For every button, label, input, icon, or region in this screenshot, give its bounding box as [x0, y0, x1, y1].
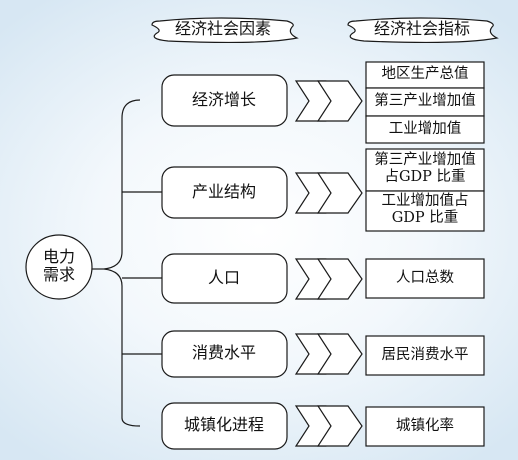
indicator-label-tertiary-share-line2: 占GDP 比重: [384, 168, 466, 185]
indicators-header-scroll: [347, 17, 499, 44]
indicator-box-population-total: [365, 258, 485, 299]
arrow-consumption: [294, 333, 363, 375]
factor-box-urbanization: [161, 402, 288, 450]
brace-branches: [122, 191, 162, 355]
arrow-industrial-structure: [294, 172, 363, 214]
factor-label-population: 人口: [207, 268, 240, 287]
indicator-box-urbanization-rate: [365, 406, 485, 447]
factor-label-industrial-structure: 产业结构: [191, 182, 256, 201]
indicator-label-industrial-share-line2: GDP 比重: [391, 209, 459, 226]
indicator-box-consumption-level: [365, 335, 485, 376]
root-label-line2: 需求: [42, 265, 75, 285]
factor-box-population: [161, 253, 288, 304]
indicator-box-gdp: [365, 61, 485, 89]
arrow-economic-growth: [294, 80, 363, 122]
indicator-label-population-total: 人口总数: [396, 270, 454, 286]
root-node: [25, 234, 93, 300]
root-label-line1: 电力: [42, 247, 75, 266]
arrow-urbanization: [294, 405, 363, 447]
indicators-header: 经济社会指标: [374, 19, 471, 38]
indicator-box-industrial-share: [365, 190, 485, 232]
arrow-population: [294, 258, 363, 300]
factor-label-urbanization: 城镇化进程: [183, 415, 264, 434]
indicator-box-tertiary-share: [365, 148, 485, 192]
factors-header: 经济社会因素: [175, 19, 272, 38]
factor-label-economic-growth: 经济增长: [191, 90, 256, 109]
indicator-label-consumption-level: 居民消费水平: [381, 347, 469, 363]
factor-label-consumption: 消费水平: [191, 343, 256, 362]
indicator-label-industrial-share-line1: 工业增加值占: [381, 193, 469, 209]
indicator-label-tertiary-share: 第三产业增加值 占GDP 比重: [366, 152, 484, 185]
brace-connector: [103, 99, 141, 427]
indicator-label-industrial-value: 工业增加值: [388, 121, 462, 137]
factor-box-industrial-structure: [161, 166, 288, 219]
indicator-label-tertiary-value: 第三产业增加值: [374, 93, 476, 109]
root-label: 电力 需求: [29, 247, 89, 285]
factor-box-economic-growth: [161, 74, 288, 127]
indicator-box-industrial-value: [365, 115, 485, 144]
indicator-label-tertiary-share-line1: 第三产业增加值: [374, 152, 476, 168]
factors-header-scroll: [151, 17, 299, 44]
indicator-label-urbanization-rate: 城镇化率: [396, 418, 454, 434]
factor-box-consumption: [161, 330, 288, 378]
indicator-label-industrial-share: 工业增加值占 GDP 比重: [366, 193, 484, 226]
indicator-box-tertiary-value: [365, 87, 485, 117]
indicator-label-gdp: 地区生产总值: [381, 66, 469, 82]
